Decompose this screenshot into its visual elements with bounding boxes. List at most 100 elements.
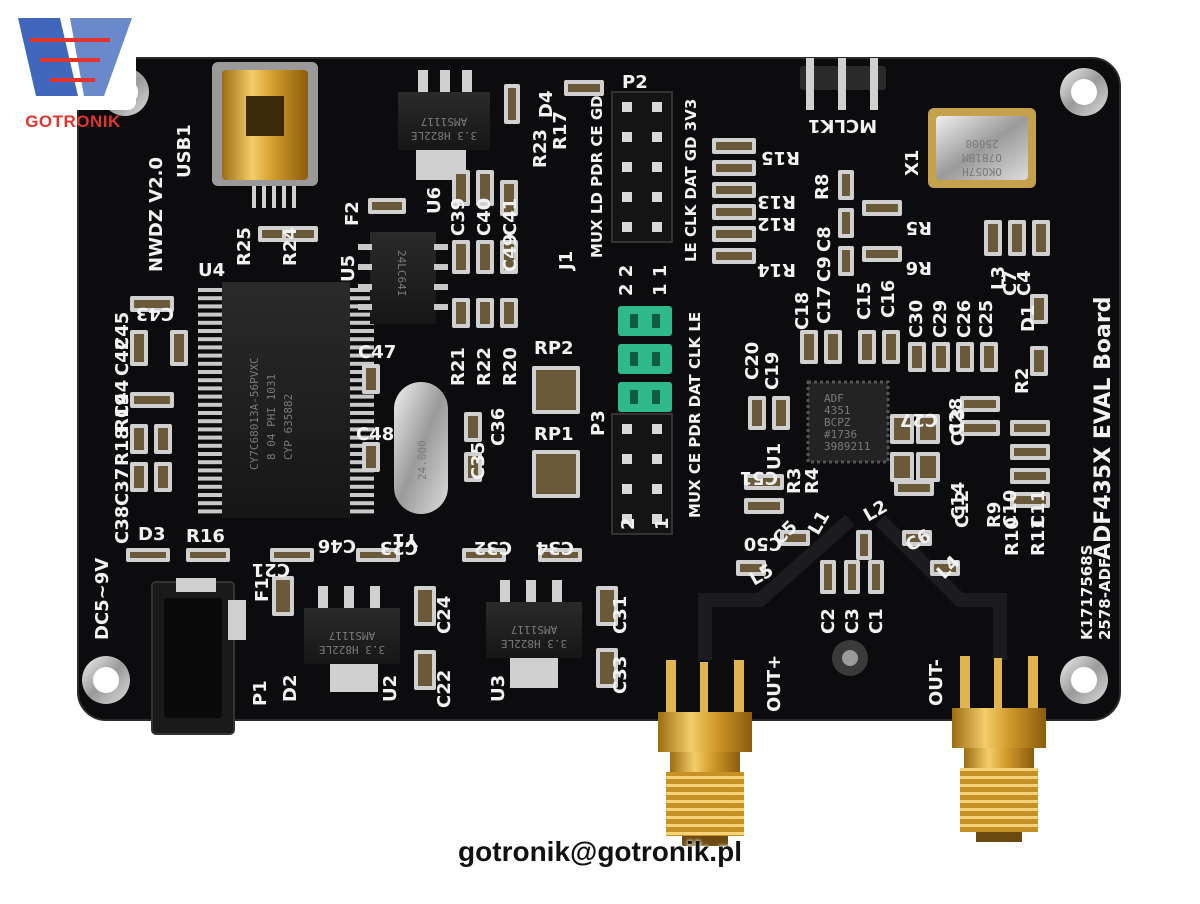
u4-pin (348, 493, 374, 497)
u4-pin (198, 509, 224, 514)
smd-part (744, 498, 784, 514)
designator-c28: C28 (946, 398, 967, 436)
smd-part (744, 474, 784, 490)
smd-part (368, 198, 406, 214)
header-pin (622, 484, 632, 494)
smd-part (916, 414, 940, 444)
smd-part (908, 342, 926, 372)
smd-part (1030, 294, 1048, 324)
p3-pin-1: 1 (652, 517, 673, 530)
u4-pin (198, 452, 224, 456)
u4-pin (198, 484, 224, 489)
designator-u1: U1 (764, 443, 785, 470)
header-pin (622, 424, 632, 434)
designator-c16: C16 (878, 280, 899, 318)
smd-part (154, 424, 172, 454)
designator-r23: R23 (530, 129, 551, 168)
smd-part (980, 342, 998, 372)
designator-rp2: RP2 (534, 338, 574, 359)
designator-u4: U4 (198, 260, 225, 281)
mclk-label: MCLK1 (808, 115, 877, 136)
u4-pin (348, 361, 374, 366)
u4-pin (198, 468, 224, 473)
pin-headers (611, 91, 673, 535)
usb-label: USB1 (174, 124, 195, 178)
smd-components (126, 80, 1050, 690)
out-plus-label: OUT+ (764, 655, 785, 712)
designator-r17: R17 (550, 111, 571, 150)
designator-l3: L3 (988, 266, 1009, 290)
smd-part (282, 226, 318, 242)
header-pin (622, 162, 632, 172)
designator-c39: C39 (448, 198, 469, 236)
smd-part (712, 182, 756, 198)
gotronik-logo (10, 10, 136, 110)
smd-part (890, 452, 914, 482)
u4-pin (198, 370, 224, 374)
designator-c37: C37 (112, 468, 133, 506)
designator-r4: R4 (802, 468, 823, 494)
smd-part (1032, 220, 1050, 256)
regulator-u3: AMS1117 3.3 H822LE (486, 580, 582, 688)
u4-pin (348, 378, 374, 383)
designator-u2: U2 (380, 675, 401, 702)
smd-part (476, 170, 494, 206)
designator-c20: C20 (742, 342, 763, 380)
header-pin (652, 514, 662, 524)
u4-pin (348, 509, 374, 514)
designator-f2: F2 (342, 201, 363, 226)
u4-pin (198, 378, 224, 383)
smd-part (736, 560, 766, 576)
u4-pin (348, 320, 374, 325)
u2-marking-2: 3.3 H822LE (319, 643, 385, 656)
designator-d4: D4 (536, 91, 557, 118)
smd-part (476, 298, 494, 328)
u1-marking: ADF (824, 392, 844, 405)
smd-part (956, 342, 974, 372)
regulator-u6: AMS1117 3.3 H822LE (398, 70, 490, 180)
dc-power-jack (151, 578, 246, 735)
smd-part (564, 80, 604, 96)
u5-marking: 24LC64I (395, 250, 408, 296)
designator-r22: R22 (474, 347, 495, 386)
power-label: DC5~9V (92, 558, 113, 640)
designator-c27: C27 (900, 409, 938, 430)
designator-r19: R19 (112, 393, 133, 432)
u4-pin (348, 345, 374, 350)
designator-c34: C34 (536, 537, 574, 558)
smd-part (538, 548, 582, 562)
smd-part (712, 204, 756, 220)
designator-c36: C36 (488, 408, 509, 446)
header-pin (622, 222, 632, 232)
designator-c45: C45 (112, 312, 133, 350)
designator-u3: U3 (488, 675, 509, 702)
header-pin (652, 162, 662, 172)
smd-part (748, 396, 766, 430)
board-version: NWDZ V2.0 (146, 157, 167, 272)
smd-part (186, 548, 230, 562)
designator-f1: F1 (252, 577, 273, 602)
designator-y1: Y1 (392, 529, 419, 550)
u4-marking-2: 8 04 PHI 1031 (265, 374, 278, 460)
u4-pin (198, 493, 224, 497)
sma-connector-out-minus (952, 656, 1046, 842)
smd-part (1010, 444, 1050, 460)
u4-pin (348, 394, 374, 399)
u5-pin (358, 304, 372, 310)
smd-part (130, 392, 174, 408)
smd-part (500, 240, 518, 274)
designator-r16: R16 (186, 526, 225, 547)
smd-part (820, 560, 836, 594)
smd-part (1008, 220, 1026, 256)
p3-label: P3 (588, 410, 609, 436)
u4-pin (198, 402, 224, 407)
header-pin (652, 102, 662, 112)
smd-part (838, 208, 854, 238)
designator-c8: C8 (814, 226, 835, 252)
smd-part (868, 560, 884, 594)
smd-part (1010, 468, 1050, 484)
smd-part (452, 240, 470, 274)
u4-pin (198, 419, 224, 424)
u5-pin (358, 264, 372, 270)
u4-pin (348, 435, 374, 440)
